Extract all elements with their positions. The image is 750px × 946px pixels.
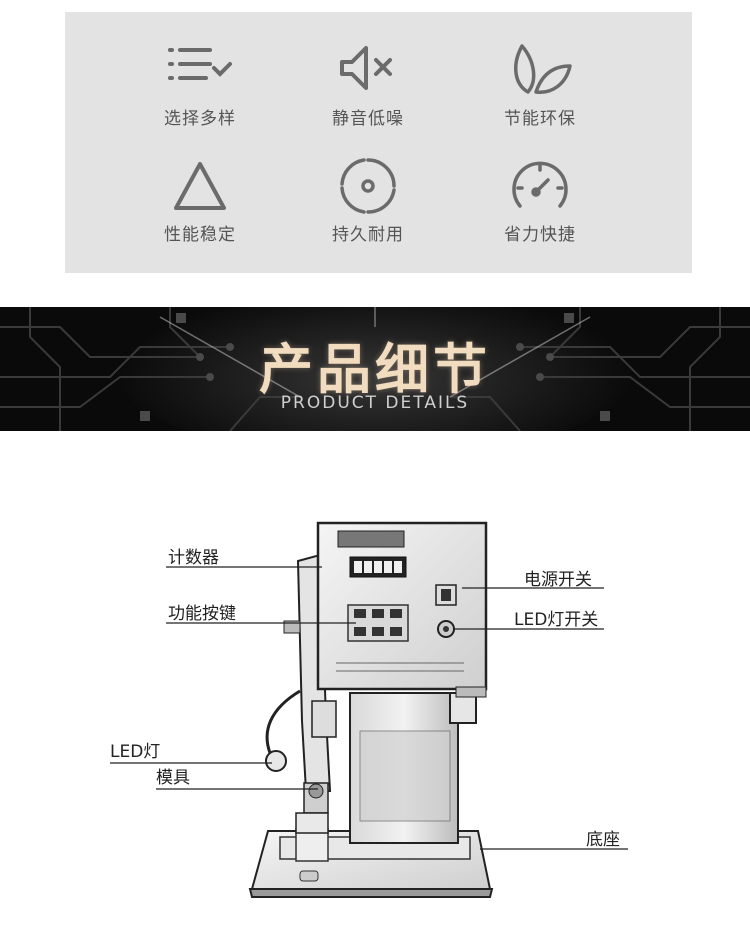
callout-base: 底座 (586, 830, 620, 850)
product-detail: 计数器 功能按键 电源开关 LED灯开关 LED灯 模具 底座 (0, 431, 750, 946)
feature-item: 省力快捷 (465, 158, 615, 245)
triangle-icon (174, 162, 226, 210)
feature-item: 性能稳定 (125, 158, 275, 245)
callout-led-switch: LED灯开关 (514, 610, 599, 630)
feature-item: 静音低噪 (293, 42, 443, 129)
cycle-icon (340, 158, 396, 214)
callout-led-light: LED灯 (110, 742, 161, 762)
feature-label: 持久耐用 (332, 225, 404, 245)
section-subtitle: PRODUCT DETAILS (280, 393, 470, 413)
leaf-icon (514, 44, 572, 94)
section-title: 产品细节 (259, 338, 491, 401)
callout-mold: 模具 (156, 768, 190, 788)
list-check-icon (168, 48, 232, 80)
callout-function-keys: 功能按键 (168, 604, 236, 624)
features-panel: 选择多样 静音低噪 节能环保 性能稳定 (65, 12, 692, 273)
speaker-mute-icon (340, 46, 392, 90)
speedometer-icon (512, 161, 568, 208)
feature-item: 持久耐用 (293, 158, 443, 245)
callout-counter: 计数器 (168, 548, 219, 568)
feature-label: 性能稳定 (164, 225, 236, 245)
section-banner: 产品细节 PRODUCT DETAILS (0, 307, 750, 431)
feature-label: 节能环保 (504, 109, 576, 129)
machine-illustration (110, 521, 628, 898)
circuit-background (0, 307, 750, 431)
callout-power-switch: 电源开关 (524, 570, 592, 590)
feature-item: 节能环保 (465, 42, 615, 129)
feature-label: 省力快捷 (504, 225, 576, 245)
feature-item: 选择多样 (125, 42, 275, 129)
feature-label: 静音低噪 (332, 109, 404, 129)
feature-label: 选择多样 (164, 109, 236, 129)
